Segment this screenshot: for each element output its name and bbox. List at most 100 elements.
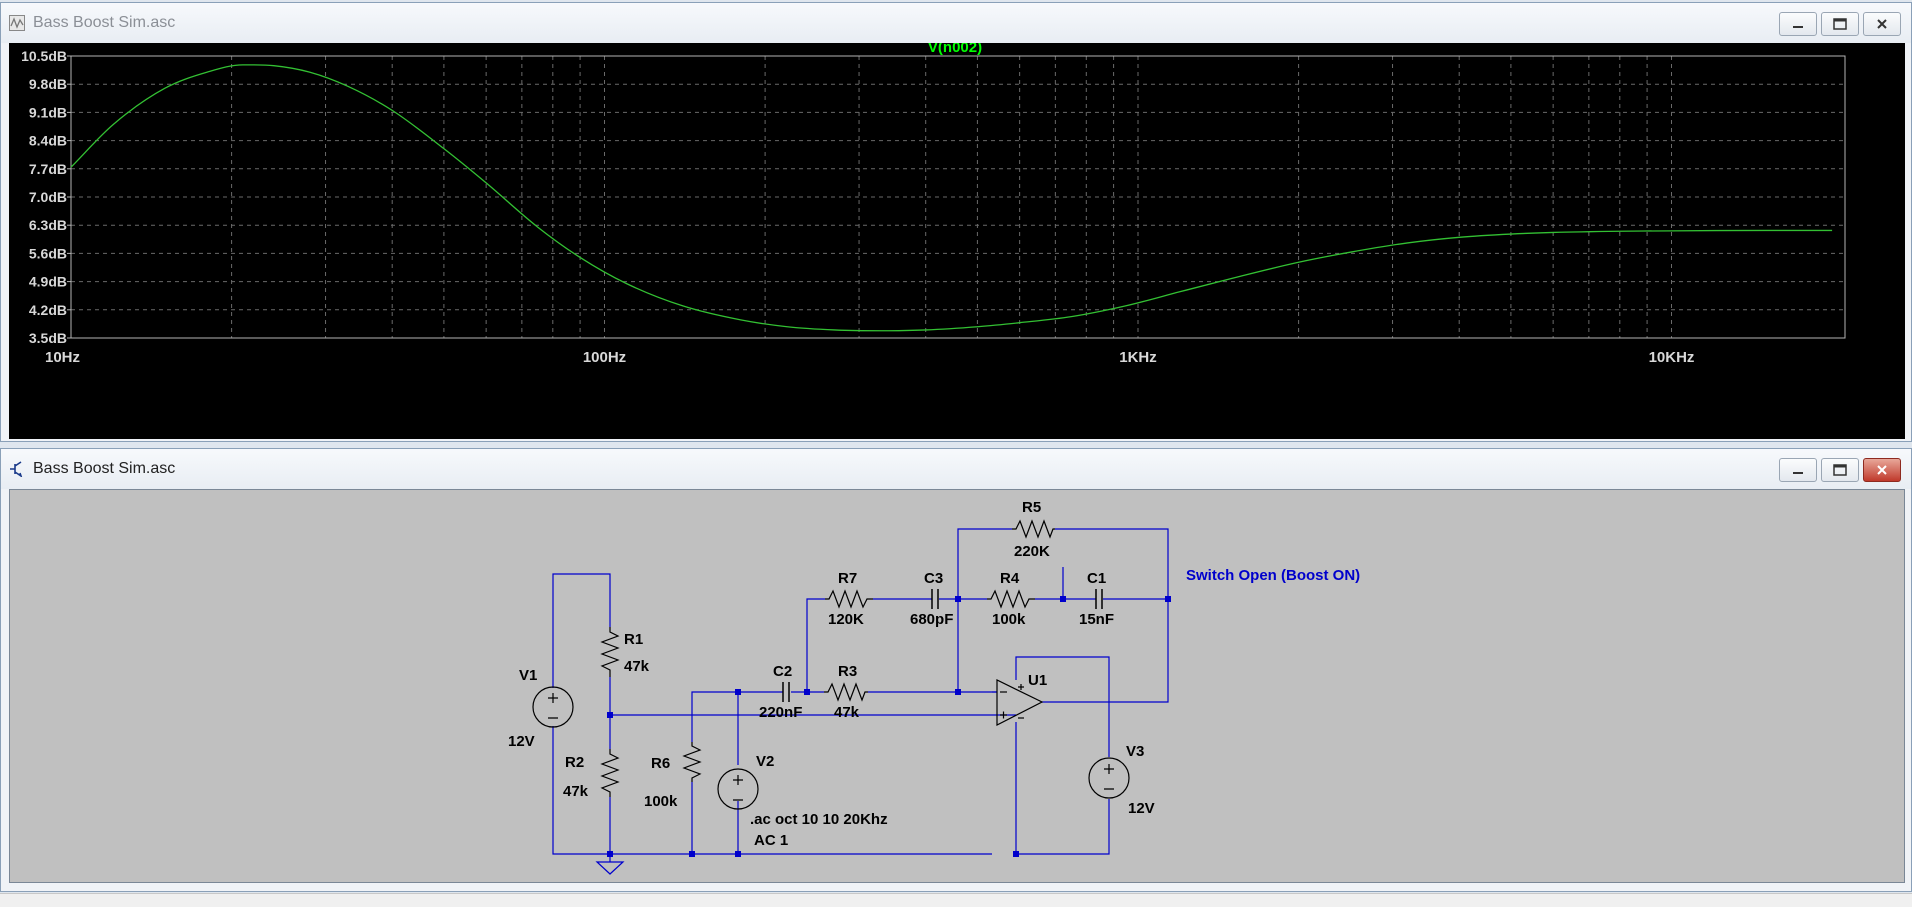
y-tick-label: 6.3dB [29, 217, 67, 233]
label-r5[interactable]: R5 [1022, 499, 1041, 516]
value-r1[interactable]: 47k [624, 658, 650, 675]
value-r4[interactable]: 100k [992, 611, 1026, 628]
schematic-window: Bass Boost Sim.asc [0, 448, 1912, 892]
value-r6[interactable]: 100k [644, 793, 678, 810]
resistor-r6[interactable] [682, 742, 702, 782]
y-axis-ticks: 10.5dB 9.8dB 9.1dB 8.4dB 7.7dB 7.0dB 6.3dB 5.6d… [21, 48, 71, 346]
y-tick-label: 5.6dB [29, 245, 67, 261]
wire[interactable] [1015, 656, 1110, 757]
value-v1[interactable]: 12V [508, 733, 535, 750]
label-c3[interactable]: C3 [924, 570, 943, 587]
junction-dots [607, 596, 1171, 857]
schematic-comment[interactable]: Switch Open (Boost ON) [1186, 567, 1360, 584]
y-tick-label: 10.5dB [21, 48, 67, 64]
label-r2[interactable]: R2 [565, 754, 584, 771]
label-r3[interactable]: R3 [838, 663, 857, 680]
label-c1[interactable]: C1 [1087, 570, 1106, 587]
status-bar [0, 893, 1912, 907]
x-tick-label: 1KHz [1119, 349, 1157, 366]
label-v1[interactable]: V1 [519, 667, 537, 684]
y-tick-label: 3.5dB [29, 330, 67, 346]
minimize-icon [1793, 26, 1803, 28]
y-tick-label: 7.7dB [29, 161, 67, 177]
ground-symbol[interactable] [595, 861, 625, 875]
minimize-icon [1793, 472, 1803, 474]
value-r7[interactable]: 120K [828, 611, 864, 628]
capacitor-c3[interactable] [931, 589, 939, 609]
wire[interactable] [1015, 722, 1110, 855]
label-v2[interactable]: V2 [756, 753, 774, 770]
plot-grid [71, 56, 1845, 338]
source-v2[interactable] [717, 768, 759, 810]
plot-pane[interactable]: 10.5dB 9.8dB 9.1dB 8.4dB 7.7dB 7.0dB 6.3dB 5.6d… [9, 39, 1905, 439]
label-r6[interactable]: R6 [651, 755, 670, 772]
wire[interactable] [552, 573, 611, 688]
close-button[interactable] [1863, 458, 1901, 482]
y-tick-label: 7.0dB [29, 189, 67, 205]
maximize-button[interactable] [1821, 458, 1859, 482]
value-v3[interactable]: 12V [1128, 800, 1155, 817]
schematic-drawing[interactable]: R5 220K R7 120K C3 680pF R4 100k C1 15nF… [10, 490, 1904, 882]
label-r4[interactable]: R4 [1000, 570, 1020, 587]
resistors[interactable] [600, 519, 1055, 797]
close-icon [1877, 19, 1887, 29]
waveform-viewer-icon [9, 15, 25, 31]
wire[interactable] [806, 598, 825, 692]
y-tick-label: 9.1dB [29, 104, 67, 120]
value-r3[interactable]: 47k [834, 704, 860, 721]
opamp-u1[interactable] [996, 679, 1044, 726]
x-tick-label: 100Hz [583, 349, 626, 366]
y-tick-label: 9.8dB [29, 76, 67, 92]
minimize-button[interactable] [1779, 12, 1817, 36]
label-r7[interactable]: R7 [838, 570, 857, 587]
value-c2[interactable]: 220nF [759, 704, 802, 721]
resistor-r3[interactable] [824, 682, 868, 702]
label-c2[interactable]: C2 [773, 663, 792, 680]
restore-icon [1833, 464, 1847, 476]
y-tick-label: 4.2dB [29, 302, 67, 318]
value-c3[interactable]: 680pF [910, 611, 953, 628]
spice-directive-ac[interactable]: AC 1 [754, 832, 788, 849]
minimize-button[interactable] [1779, 458, 1817, 482]
y-tick-label: 8.4dB [29, 133, 67, 149]
source-v3[interactable] [1088, 757, 1130, 799]
capacitor-c1[interactable] [1095, 589, 1103, 609]
wire[interactable] [691, 691, 783, 742]
schematic-canvas[interactable]: R5 220K R7 120K C3 680pF R4 100k C1 15nF… [9, 489, 1905, 883]
y-tick-label: 4.9dB [29, 274, 67, 290]
maximize-button[interactable] [1821, 12, 1859, 36]
restore-icon [1833, 18, 1847, 30]
resistor-r4[interactable] [987, 589, 1035, 609]
value-r2[interactable]: 47k [563, 783, 589, 800]
wire[interactable] [552, 726, 992, 855]
resistor-r5[interactable] [1012, 519, 1055, 539]
x-axis-ticks: 10Hz 100Hz 1KHz 10KHz [45, 349, 1694, 366]
schematic-window-titlebar[interactable]: Bass Boost Sim.asc [1, 449, 1911, 489]
source-v1[interactable] [532, 686, 574, 728]
label-r1[interactable]: R1 [624, 631, 643, 648]
resistor-r1[interactable] [600, 627, 620, 677]
resistor-r7[interactable] [825, 589, 873, 609]
schematic-window-title: Bass Boost Sim.asc [33, 460, 176, 477]
label-u1[interactable]: U1 [1028, 672, 1047, 689]
capacitors[interactable] [782, 589, 1103, 702]
trace-title[interactable]: V(n002) [928, 39, 982, 56]
spice-directive-analysis[interactable]: .ac oct 10 10 20Khz [750, 811, 888, 828]
close-icon [1877, 465, 1887, 475]
x-tick-label: 10KHz [1649, 349, 1695, 366]
trace-v-n002[interactable] [70, 64, 1833, 332]
capacitor-c2[interactable] [782, 682, 790, 702]
x-tick-label: 10Hz [45, 349, 80, 366]
value-c1[interactable]: 15nF [1079, 611, 1114, 628]
wire[interactable] [957, 528, 1012, 599]
voltage-sources[interactable] [532, 686, 1130, 810]
close-button[interactable] [1863, 12, 1901, 36]
resistor-r2[interactable] [600, 749, 620, 797]
wire[interactable] [1042, 528, 1169, 703]
label-v3[interactable]: V3 [1126, 743, 1144, 760]
bode-plot[interactable]: 10.5dB 9.8dB 9.1dB 8.4dB 7.7dB 7.0dB 6.3dB 5.6d… [9, 39, 1905, 439]
plot-window-title: Bass Boost Sim.asc [33, 14, 176, 31]
plot-window-titlebar[interactable]: Bass Boost Sim.asc [1, 3, 1911, 43]
schematic-icon [10, 461, 23, 477]
value-r5[interactable]: 220K [1014, 543, 1050, 560]
